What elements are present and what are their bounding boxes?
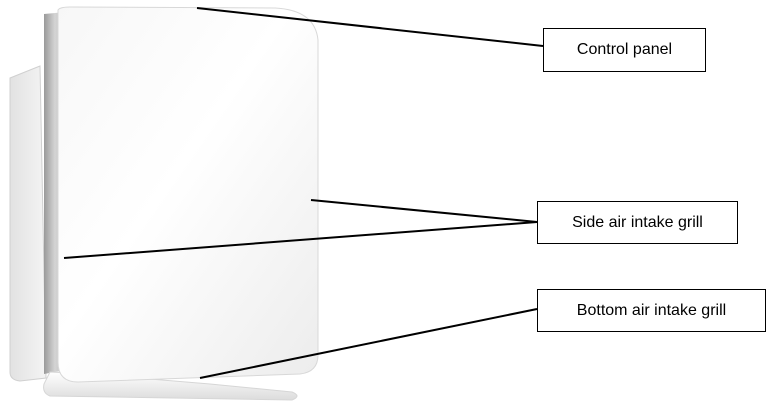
front-panel (57, 6, 319, 383)
leader-line-control-panel (196, 7, 544, 47)
leader-line-side-lower (63, 221, 538, 259)
rear-housing (9, 65, 47, 382)
leader-line-side-upper (310, 199, 538, 223)
leader-line-bottom (199, 308, 538, 379)
control-panel-label: Control panel (543, 28, 706, 72)
side-air-intake-grill-label: Side air intake grill (537, 201, 738, 244)
bottom-air-intake-grill-label: Bottom air intake grill (537, 289, 766, 332)
